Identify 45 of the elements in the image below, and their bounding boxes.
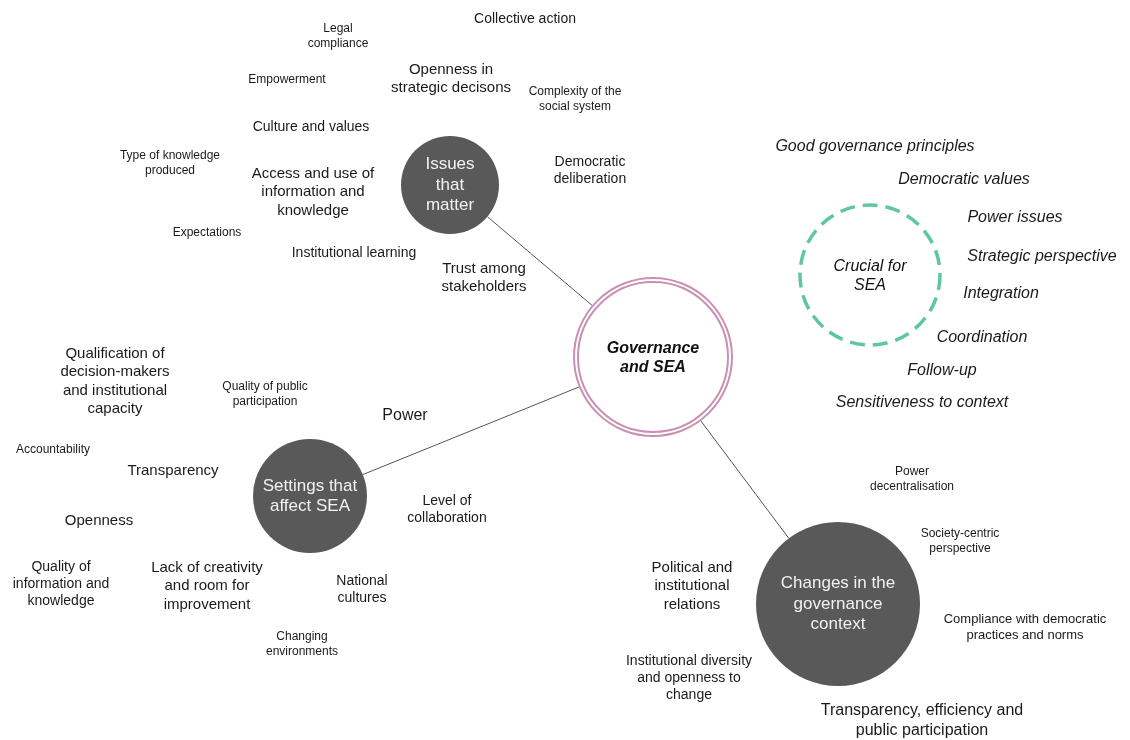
topic-label: Democratic deliberation <box>552 153 628 188</box>
node-title: Issues that matter <box>424 154 476 216</box>
topic-label: Democratic values <box>898 169 1030 189</box>
topic-label: Power issues <box>967 207 1063 227</box>
node-title: Crucial for SEA <box>832 255 908 295</box>
topic-label: Accountability <box>16 442 90 457</box>
topic-label: Sensitiveness to context <box>835 392 1009 412</box>
topic-label: Qualification of decision-makers and institutional capacity <box>59 344 171 418</box>
topic-label: Type of knowledge produced <box>118 148 222 178</box>
connector-line <box>700 420 790 539</box>
topic-label: Good governance principles <box>775 136 975 156</box>
topic-label: Institutional diversity and openness to change <box>624 652 754 704</box>
topic-label: Legal compliance <box>306 21 370 51</box>
connector-line <box>362 386 580 476</box>
topic-label: Lack of creativity and room for improvement <box>150 558 264 613</box>
topic-label: Strategic perspective <box>967 246 1117 266</box>
topic-label: Power <box>382 405 428 425</box>
topic-label: Empowerment <box>248 72 326 87</box>
topic-label: Expectations <box>172 225 242 240</box>
topic-label: Institutional learning <box>291 244 417 262</box>
topic-label: Access and use of information and knowledge <box>250 164 376 219</box>
topic-label: Changing environments <box>264 629 339 659</box>
topic-label: Political and institutional relations <box>650 558 734 613</box>
topic-label: Society-centric perspective <box>919 526 1001 556</box>
topic-label: Integration <box>963 283 1039 303</box>
topic-label: Trust among stakeholders <box>440 259 528 296</box>
topic-label: Level of collaboration <box>406 492 488 527</box>
topic-label: Power decentralisation <box>868 464 956 494</box>
connector-line <box>486 216 593 306</box>
topic-label: Compliance with democratic practices and norms <box>942 611 1108 643</box>
topic-label: National cultures <box>335 572 389 607</box>
topic-label: Follow-up <box>907 360 977 380</box>
topic-label: Collective action <box>474 10 576 28</box>
node-title: Settings that affect SEA <box>261 475 359 517</box>
topic-label: Quality of information and knowledge <box>11 558 111 610</box>
topic-label: Coordination <box>936 327 1028 347</box>
topic-label: Transparency, efficiency and public participation <box>819 700 1025 740</box>
topic-label: Complexity of the social system <box>527 84 623 114</box>
topic-label: Transparency <box>127 461 219 480</box>
node-title: Governance and SEA <box>605 337 701 377</box>
topic-label: Openness in strategic decisons <box>389 60 513 97</box>
node-title: Changes in the governance context <box>779 573 897 635</box>
topic-label: Quality of public participation <box>221 379 309 409</box>
topic-label: Culture and values <box>252 118 370 136</box>
topic-label: Openness <box>64 511 134 530</box>
